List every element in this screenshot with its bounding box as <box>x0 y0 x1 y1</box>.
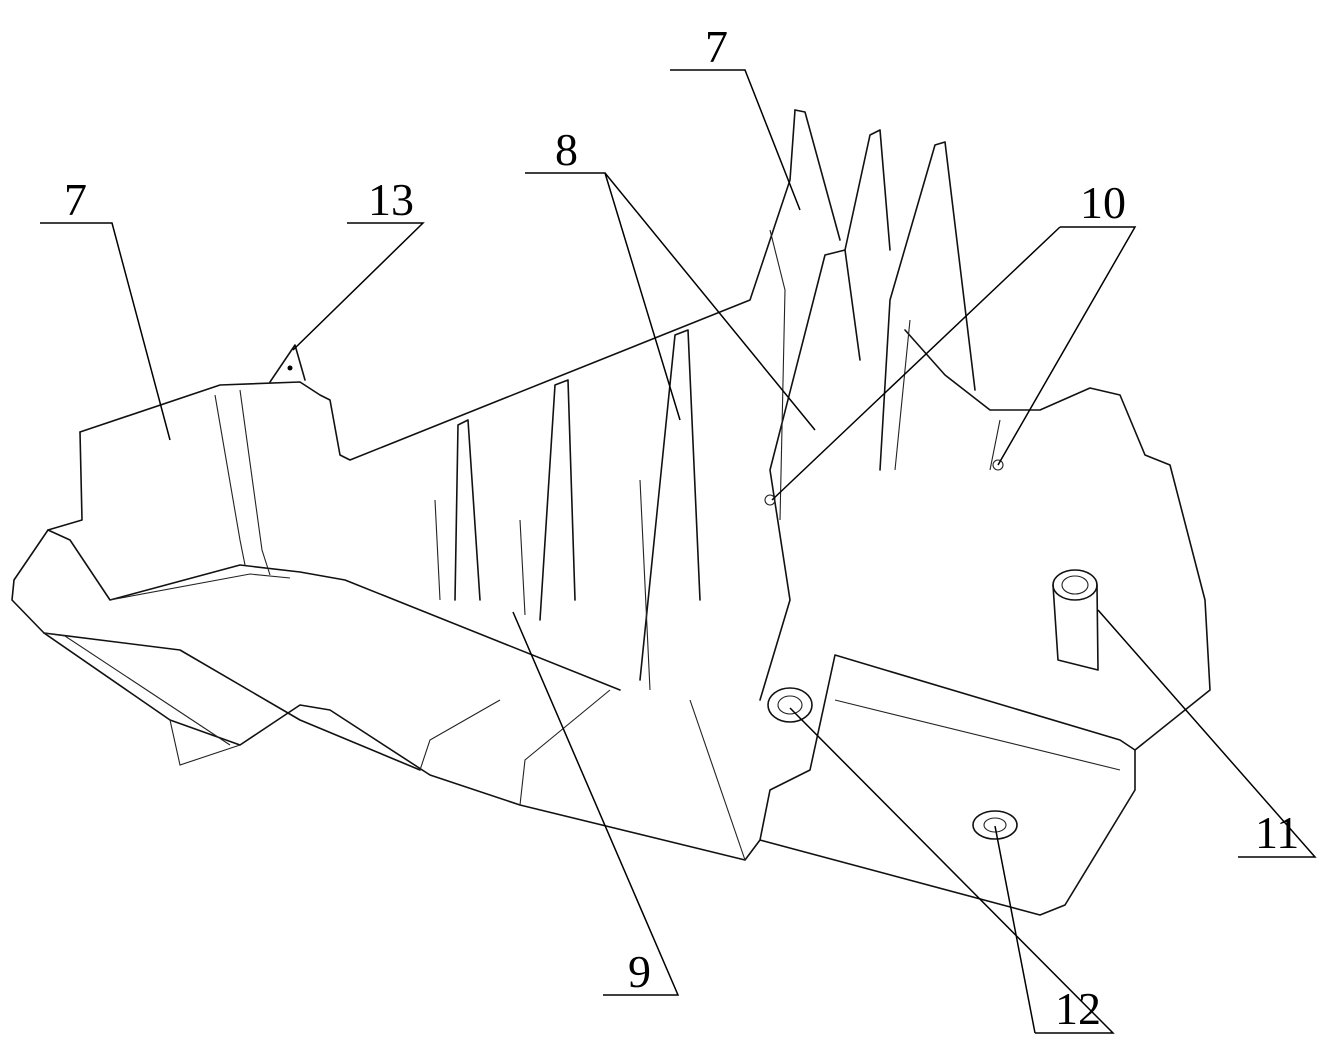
label-13: 13 <box>368 174 414 225</box>
boss-11 <box>1052 569 1099 671</box>
fins <box>434 129 1004 701</box>
leader-lines <box>40 69 1317 1034</box>
part-body <box>11 109 1211 916</box>
label-12: 12 <box>1055 983 1101 1034</box>
bosses-12 <box>767 687 1018 840</box>
label-8: 8 <box>555 124 578 175</box>
label-11: 11 <box>1255 807 1299 858</box>
tab-13 <box>269 344 306 383</box>
label-10: 10 <box>1080 177 1126 228</box>
label-7-top: 7 <box>705 21 728 72</box>
label-7-left: 7 <box>64 174 87 225</box>
label-9: 9 <box>628 946 651 997</box>
